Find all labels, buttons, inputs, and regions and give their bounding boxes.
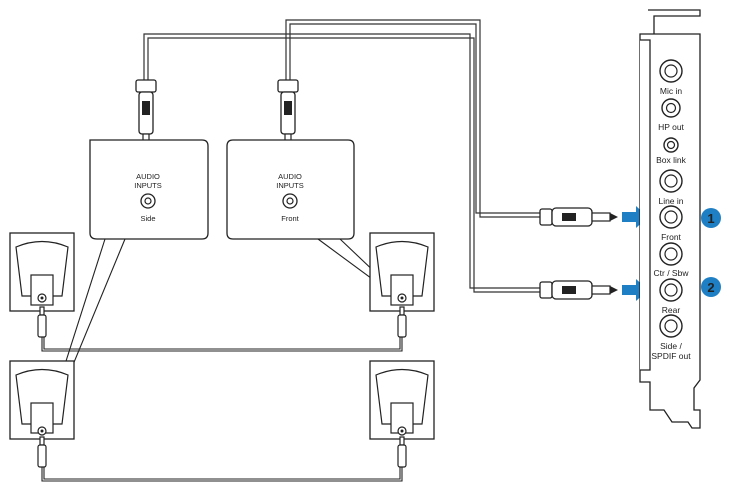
port-label-box-link: Box link [656, 155, 687, 165]
port-label-line-in: Line in [658, 196, 683, 206]
speaker-plugs-top [37, 306, 407, 338]
jack-front-out [659, 205, 683, 229]
port-labels: Mic in HP out Box link Line in Front Ctr… [651, 86, 691, 361]
jack-line-in [659, 169, 683, 193]
jack-mic-in [659, 59, 683, 83]
audio-input-card-side: AUDIO INPUTS Side [89, 139, 209, 240]
speaker-plugs-bottom [37, 436, 407, 468]
card-side-label: Side [140, 214, 155, 223]
port-label-spdif-out: SPDIF out [651, 351, 691, 361]
card-side-heading-2: INPUTS [134, 181, 162, 190]
port-label-hp-out: HP out [658, 122, 684, 132]
speaker-wires [41, 337, 403, 482]
port-label-ctr-sbw: Ctr / Sbw [654, 268, 690, 278]
jack-box-link [663, 137, 679, 153]
cable-side-to-card [143, 33, 540, 293]
speaker-bottom-right [369, 360, 435, 440]
sound-card-bracket [639, 9, 701, 429]
cable-front-to-card [285, 19, 540, 218]
badge-1: 1 [701, 208, 721, 228]
audio-input-card-front: AUDIO INPUTS Front [226, 139, 355, 240]
badge-2: 2 [701, 277, 721, 297]
card-front-heading-2: INPUTS [276, 181, 304, 190]
svg-text:2: 2 [707, 280, 714, 295]
jack-ctr-sbw [659, 242, 683, 266]
plug-rear-card [539, 280, 618, 300]
callout-lines [43, 238, 401, 431]
card-front-heading-1: AUDIO [278, 172, 302, 181]
speaker-top-left [9, 232, 75, 312]
port-label-rear: Rear [662, 305, 681, 315]
port-label-side: Side / [660, 341, 682, 351]
card-jacks [659, 59, 683, 338]
svg-text:1: 1 [707, 211, 714, 226]
jack-rear-out [659, 278, 683, 302]
plug-front-card [539, 207, 618, 227]
card-front-label: Front [281, 214, 299, 223]
speaker-top-right [369, 232, 435, 312]
jack-side-spdif [659, 314, 683, 338]
speaker-bottom-left [9, 360, 75, 440]
card-side-heading-1: AUDIO [136, 172, 160, 181]
port-label-front: Front [661, 232, 681, 242]
jack-hp-out [661, 98, 681, 118]
port-label-mic-in: Mic in [660, 86, 682, 96]
